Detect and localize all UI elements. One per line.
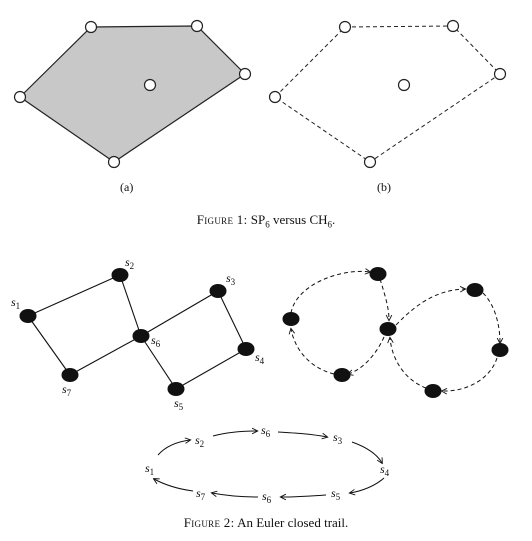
seq-arrow-s5-s6 bbox=[281, 495, 327, 497]
node-s4 bbox=[237, 342, 255, 356]
seq-arrow-s4-s5 bbox=[350, 477, 385, 493]
figure1-caption-prefix: Figure 1: bbox=[196, 212, 248, 227]
point-a4 bbox=[107, 155, 121, 169]
trail-arc-4 bbox=[482, 292, 500, 343]
seq-label-s3: s3 bbox=[333, 430, 343, 446]
label-s5: s5 bbox=[174, 396, 184, 412]
figure1-panel-a bbox=[13, 19, 252, 169]
label-s1: s1 bbox=[11, 295, 20, 311]
point-b4 bbox=[363, 155, 377, 169]
node-s7 bbox=[61, 368, 79, 382]
node-s6 bbox=[132, 329, 150, 343]
trail-arc-7 bbox=[348, 336, 385, 374]
edge-s6-s7 bbox=[69, 335, 142, 376]
trail-node-6 bbox=[424, 384, 442, 398]
seq-label-s7: s7 bbox=[196, 486, 206, 502]
figure1-caption-text-2: versus CH bbox=[269, 212, 328, 227]
edge-s1-s2 bbox=[27, 274, 121, 317]
label-s4: s4 bbox=[255, 350, 265, 366]
trail-node-1 bbox=[282, 312, 300, 326]
point-a3 bbox=[238, 67, 252, 81]
node-s3 bbox=[209, 284, 227, 298]
trail-arc-1 bbox=[290, 271, 370, 314]
seq-arrow-s6-s7 bbox=[212, 493, 259, 498]
seq-arrow-s3-s4 bbox=[351, 441, 382, 463]
figure1-caption-text-3: . bbox=[332, 212, 336, 227]
seq-label-s6-top: s6 bbox=[261, 423, 271, 439]
trail-arc-8 bbox=[291, 329, 335, 375]
node-s1 bbox=[19, 309, 37, 323]
seq-label-s4: s4 bbox=[380, 462, 390, 478]
point-b5 bbox=[268, 90, 282, 104]
label-s7: s7 bbox=[62, 382, 72, 398]
edge-s4-s5 bbox=[175, 348, 247, 390]
seq-arrow-s6-s3 bbox=[277, 431, 327, 437]
label-s6: s6 bbox=[151, 333, 161, 349]
edge-s5-s6 bbox=[140, 335, 177, 390]
point-b3 bbox=[493, 67, 507, 81]
trail-arc-3 bbox=[395, 289, 465, 326]
seq-arrow-s7-s1 bbox=[154, 479, 194, 492]
seq-arrow-s1-s2 bbox=[157, 440, 190, 456]
point-b2 bbox=[446, 19, 460, 33]
seq-label-s6-bottom: s6 bbox=[262, 489, 272, 505]
node-s5 bbox=[167, 382, 185, 396]
figure2-caption-text: An Euler closed trail. bbox=[237, 515, 349, 530]
convex-hull-dashed bbox=[274, 25, 501, 163]
seq-arrow-s2-s6 bbox=[212, 431, 257, 437]
point-a5 bbox=[13, 90, 27, 104]
figure2-trail-sequence: s1 s2 s6 s3 s4 s5 s6 s7 bbox=[145, 423, 390, 505]
trail-node-3 bbox=[379, 322, 397, 336]
figure1-caption-text-1: SP bbox=[250, 212, 266, 227]
seq-label-s5: s5 bbox=[331, 486, 341, 502]
seq-label-s1: s1 bbox=[145, 461, 154, 477]
point-a6-interior bbox=[143, 78, 157, 92]
figure1-caption-sub-1: 6 bbox=[265, 219, 270, 230]
figure2-euler-trail bbox=[282, 267, 509, 398]
trail-arc-6 bbox=[390, 338, 427, 389]
edge-s6-s3 bbox=[140, 290, 219, 337]
point-b6-interior bbox=[397, 78, 411, 92]
figure2-caption: Figure 2: An Euler closed trail. bbox=[0, 515, 532, 531]
figure1-caption: Figure 1: SP6 versus CH6. bbox=[0, 212, 532, 230]
label-s3: s3 bbox=[226, 271, 236, 287]
edge-s2-s6 bbox=[119, 274, 142, 337]
point-a2 bbox=[190, 19, 204, 33]
trail-node-7 bbox=[333, 368, 351, 382]
label-s2: s2 bbox=[125, 255, 134, 271]
point-b1 bbox=[338, 20, 352, 34]
convex-hull-filled bbox=[19, 25, 246, 163]
panel-a-label: (a) bbox=[120, 180, 134, 194]
figure1-panel-b bbox=[268, 19, 507, 169]
trail-node-4 bbox=[466, 283, 484, 297]
trail-node-2 bbox=[369, 267, 387, 281]
edge-s7-s1 bbox=[27, 315, 71, 376]
figure2-caption-prefix: Figure 2: bbox=[183, 515, 235, 530]
trail-arc-5 bbox=[442, 357, 498, 391]
trail-node-5 bbox=[491, 343, 509, 357]
panel-b-label: (b) bbox=[377, 180, 391, 194]
trail-arc-2 bbox=[379, 278, 389, 320]
figure1-caption-sub-2: 6 bbox=[327, 219, 333, 230]
edge-s3-s4 bbox=[217, 290, 247, 350]
figure2-graph: s1 s2 s3 s4 s5 s6 s7 bbox=[11, 255, 265, 412]
node-s2 bbox=[111, 268, 129, 282]
seq-label-s2: s2 bbox=[195, 433, 204, 449]
point-a1 bbox=[84, 20, 98, 34]
